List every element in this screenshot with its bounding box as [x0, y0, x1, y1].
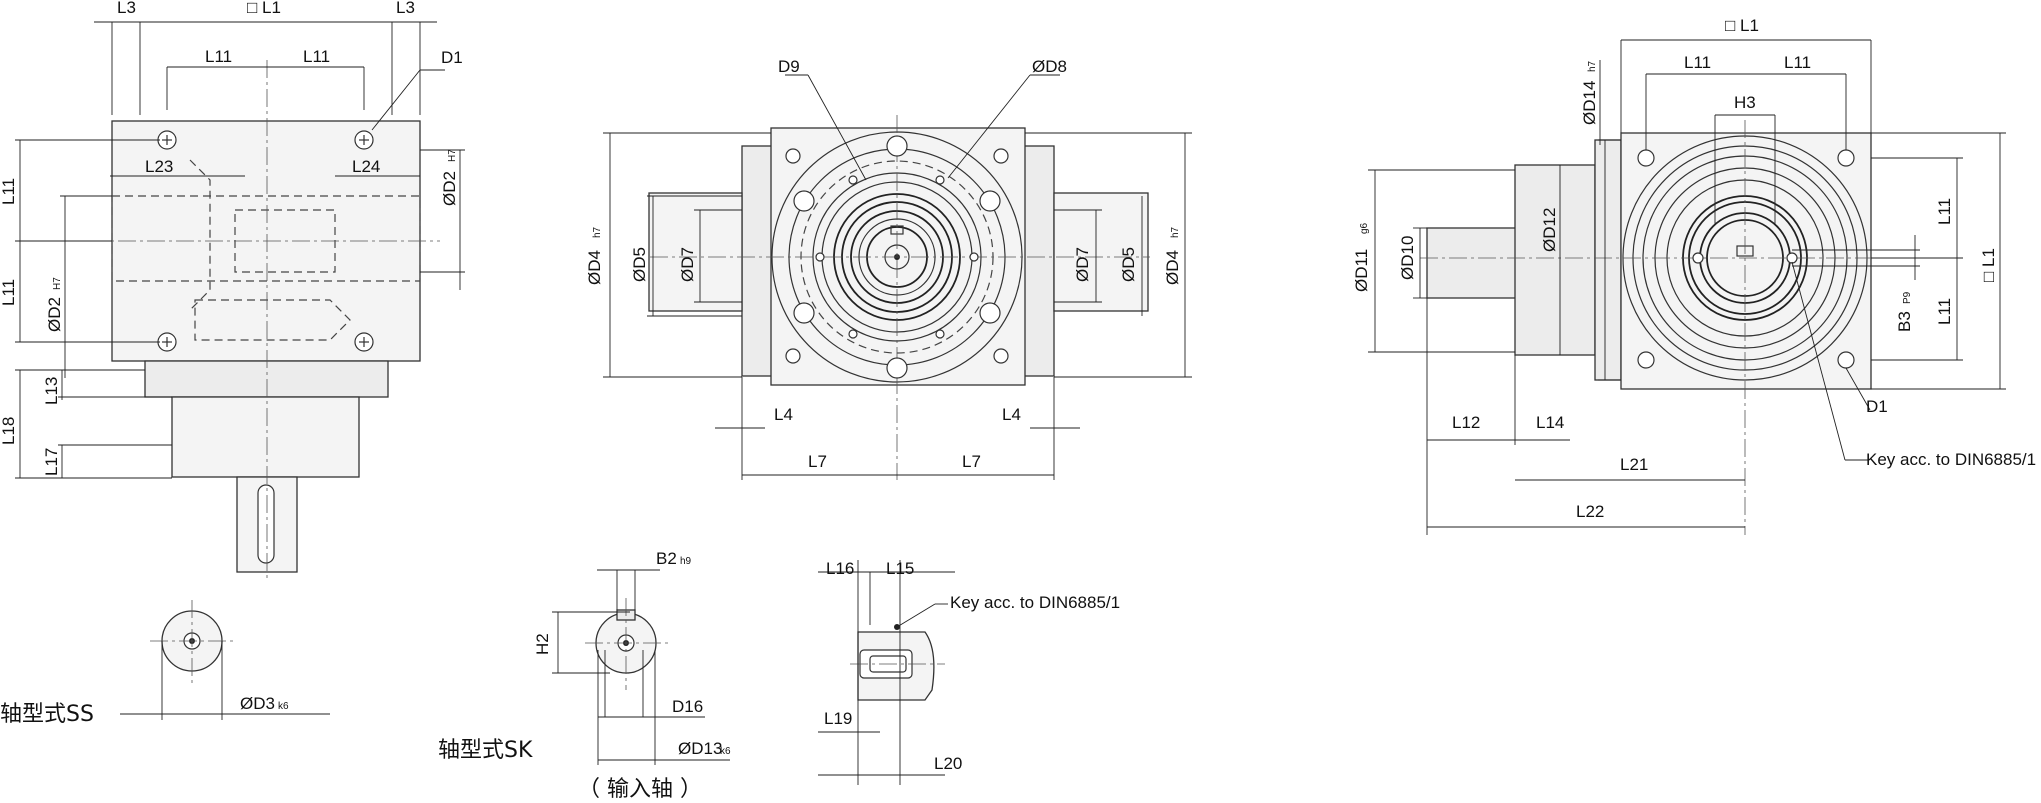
dim-l11-left: L11	[205, 47, 232, 66]
dim-h3: H3	[1734, 93, 1756, 112]
key-detail: L16 L15 Key acc. to DIN6885/1 L19 L20	[818, 559, 1120, 785]
front-view: D9 ØD8 ØD4 h7 ØD5 ØD7 ØD7 ØD5 ØD4 h7 L4 …	[585, 57, 1192, 480]
dim-d3: ØD3	[240, 694, 275, 713]
dim-l15: L15	[886, 559, 914, 578]
caption-shaft-ss: 轴型式SS	[0, 702, 94, 727]
dim-l22: L22	[1576, 502, 1604, 521]
dim-l7-right: L7	[962, 452, 981, 471]
dim-l12: L12	[1452, 413, 1480, 432]
dim-d4-left-tol: h7	[592, 226, 603, 238]
shaft-sk-section: B2 h9 H2 D16 ØD13 k6 轴型式SK （ 输入轴 ）	[438, 549, 731, 802]
dim-d2-left: ØD2	[45, 297, 64, 332]
dim-l23: L23	[145, 157, 173, 176]
dim-d12: ØD12	[1540, 208, 1559, 252]
dim-l18: L18	[0, 417, 18, 445]
caption-shaft-sk: 轴型式SK	[438, 738, 533, 763]
front-view-left-hub	[648, 192, 743, 312]
dim-l11-right-vertical-top: L11	[1935, 198, 1954, 225]
dim-l7-left: L7	[808, 452, 827, 471]
dim-l11-right-view-left: L11	[1684, 53, 1711, 72]
dim-d3-tol: k6	[278, 701, 289, 712]
dim-d11: ØD11	[1352, 249, 1371, 292]
dim-d14-tol: h7	[1587, 60, 1598, 72]
dim-b3-tol: P9	[1902, 291, 1913, 304]
dim-d5-left: ØD5	[630, 247, 649, 282]
dim-d8: ØD8	[1032, 57, 1067, 76]
front-bolts	[785, 135, 1009, 379]
dim-l19: L19	[824, 709, 852, 728]
dim-b3: B3	[1895, 311, 1914, 332]
side-view-keyway	[257, 484, 275, 564]
caption-input-shaft: （ 输入轴 ）	[578, 777, 702, 802]
side-view-flange	[144, 360, 389, 398]
side-view-bevel-gear-left	[189, 159, 211, 311]
front-view-right-hub	[1053, 192, 1149, 312]
dim-square-l1-vertical: □ L1	[1979, 248, 1998, 282]
dim-d14: ØD14	[1580, 81, 1599, 125]
dim-d2-left-tol: H7	[52, 277, 63, 290]
side-view-bore	[111, 195, 421, 282]
dim-d13-tol: k6	[720, 746, 731, 757]
dim-d4-right-tol: h7	[1170, 226, 1181, 238]
dim-l13: L13	[42, 377, 61, 405]
dim-l21: L21	[1620, 455, 1648, 474]
dim-d1-side: D1	[441, 48, 463, 67]
dim-l11-right: L11	[303, 47, 330, 66]
dim-square-l1-right: □ L1	[1725, 16, 1759, 35]
dim-l4-right: L4	[1002, 405, 1021, 424]
dim-d7-right: ØD7	[1073, 247, 1092, 282]
dim-d9: D9	[778, 57, 800, 76]
dim-l17: L17	[42, 448, 61, 476]
dim-l11-vertical-top: L11	[0, 178, 18, 205]
side-view-output-hub	[171, 396, 360, 478]
dim-l16: L16	[826, 559, 854, 578]
dim-d10: ØD10	[1398, 236, 1417, 280]
right-view: □ L1 L11 L11 H3 ØD14 h7 ØD12 ØD11 g6 ØD1…	[1352, 16, 2036, 535]
dim-d16: D16	[672, 697, 703, 716]
key-note-detail: Key acc. to DIN6885/1	[950, 593, 1120, 612]
dim-l20: L20	[934, 754, 962, 773]
shaft-ss-section: ØD3 k6 轴型式SS	[0, 600, 330, 727]
dim-d7-left: ØD7	[678, 247, 697, 282]
right-view-input-shaft	[1426, 227, 1518, 299]
dim-square-l1-side: □ L1	[247, 0, 281, 17]
dim-b2-tol: h9	[680, 556, 692, 567]
dim-b2: B2	[656, 549, 677, 568]
dim-l4-left: L4	[774, 405, 793, 424]
dim-l11-vertical-bottom: L11	[0, 279, 18, 306]
dim-d1-right: D1	[1866, 397, 1888, 416]
dim-l3-left: L3	[117, 0, 136, 17]
dim-l24: L24	[352, 157, 380, 176]
dim-l11-right-vertical-bottom: L11	[1935, 298, 1954, 325]
dim-l11-right-view-right: L11	[1784, 53, 1811, 72]
dim-h2: H2	[533, 633, 552, 655]
side-view: L3 □ L1 L3 L11 L11 D1 L23 L24 L11 L11 ØD…	[0, 0, 465, 580]
dim-d4-left: ØD4	[585, 250, 604, 285]
key-note-right: Key acc. to DIN6885/1	[1866, 450, 2036, 469]
dim-d4-right: ØD4	[1163, 250, 1182, 285]
dim-d2-right-tol: H7	[447, 149, 458, 162]
dim-d2-right: ØD2	[440, 171, 459, 206]
dim-d13: ØD13	[678, 739, 722, 758]
right-view-flange-ring	[1594, 139, 1622, 381]
right-view-adapter	[1514, 164, 1596, 356]
dim-d11-tol: g6	[1359, 222, 1370, 234]
dim-l3-right: L3	[396, 0, 415, 17]
dim-d5-right: ØD5	[1119, 247, 1138, 282]
dim-l14: L14	[1536, 413, 1564, 432]
